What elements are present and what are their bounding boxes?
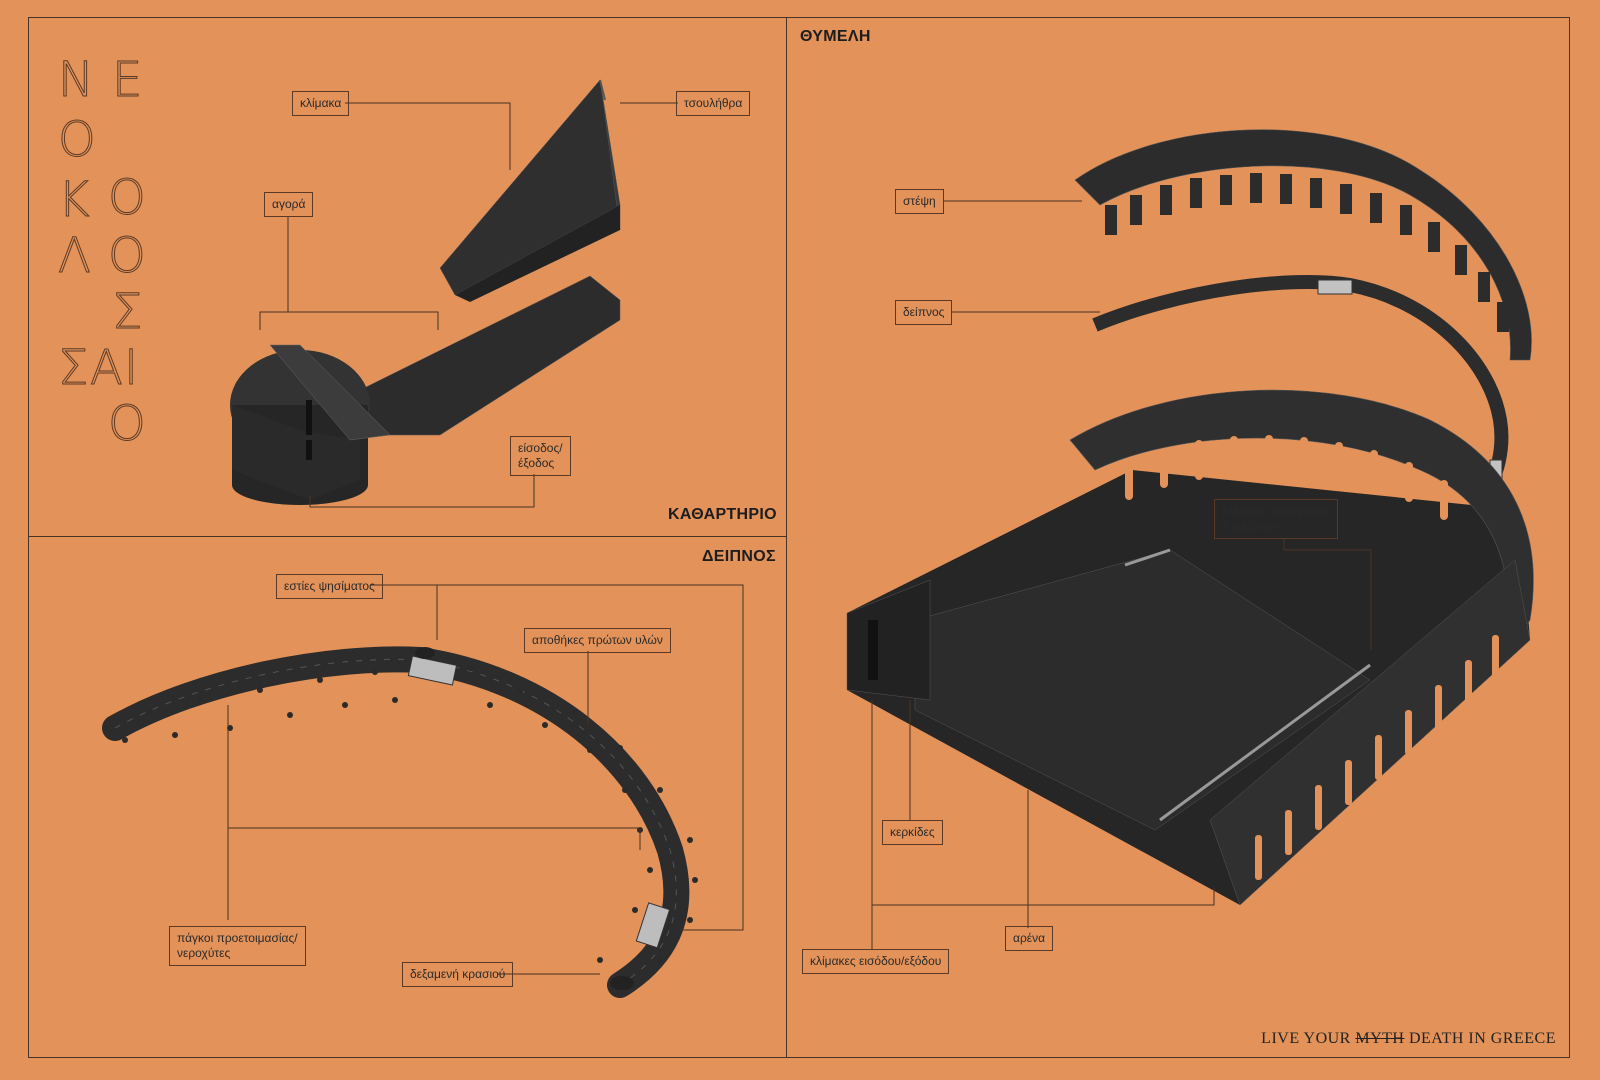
title-letter: Ο <box>58 112 97 169</box>
thymeli-drawing <box>846 129 1534 906</box>
label-deipnos: δείπνος <box>895 300 953 325</box>
title-letter: Ν <box>58 52 95 109</box>
label-apothikes: αποθήκες πρώτων υλών <box>524 628 671 653</box>
label-arena: αρένα <box>1005 926 1054 951</box>
title-letter: Α <box>90 340 124 397</box>
title-letter: Σ <box>57 340 89 397</box>
tagline-part2: DEATH IN GREECE <box>1404 1030 1556 1047</box>
title-letter: Ι <box>123 340 139 397</box>
label-stepsi: στέψη <box>895 189 944 214</box>
title-letter: Ο <box>108 396 147 453</box>
tagline-part1: LIVE YOUR <box>1261 1030 1356 1047</box>
section-title-deipnos: ΔΕΙΠΝΟΣ <box>702 548 776 565</box>
label-pagkoi: πάγκοι προετοιμασίας/ νεροχύτες <box>169 926 306 966</box>
tagline: LIVE YOUR MYTH DEATH IN GREECE <box>1261 1030 1556 1048</box>
title-letter: Ε <box>111 52 143 109</box>
title-letter: Ο <box>108 170 147 227</box>
label-tsoulithra: τσουλήθρα <box>676 91 751 116</box>
section-title-katharthrio: ΚΑΘΑΡΤΗΡΙΟ <box>668 506 777 523</box>
katharthrio-drawing <box>230 79 621 505</box>
title-letter: Λ <box>58 228 92 285</box>
label-kerkides: κερκίδες <box>882 820 943 845</box>
label-klimaka: κλίμακα <box>292 91 350 116</box>
title-letter: Κ <box>57 172 90 229</box>
label-agora: αγορά <box>264 192 314 217</box>
horizontal-divider <box>28 536 786 537</box>
title-letter: Σ <box>111 284 143 341</box>
title-letter: Ο <box>108 228 147 285</box>
label-klimakes-eisodou-exodou: κλίμακες εισόδου/εξόδου <box>802 949 950 974</box>
label-dexameni-krasiou: δεξαμενή κρασιού <box>402 962 514 987</box>
poster-frame <box>28 17 1570 1058</box>
tagline-struck-word: MYTH <box>1355 1030 1405 1047</box>
label-eisodos-exodos: είσοδος/ έξοδος <box>510 436 571 476</box>
label-klimakes-aporripsis: κλίμακες απόρριψης πτωμάτων <box>1214 499 1339 539</box>
deipnos-arc-drawing <box>102 646 698 998</box>
section-title-thymeli: ΘΥΜΕΛΗ <box>800 28 871 45</box>
vertical-divider <box>786 17 787 1058</box>
label-esties-psisimatos: εστίες ψησίματος <box>276 574 383 599</box>
